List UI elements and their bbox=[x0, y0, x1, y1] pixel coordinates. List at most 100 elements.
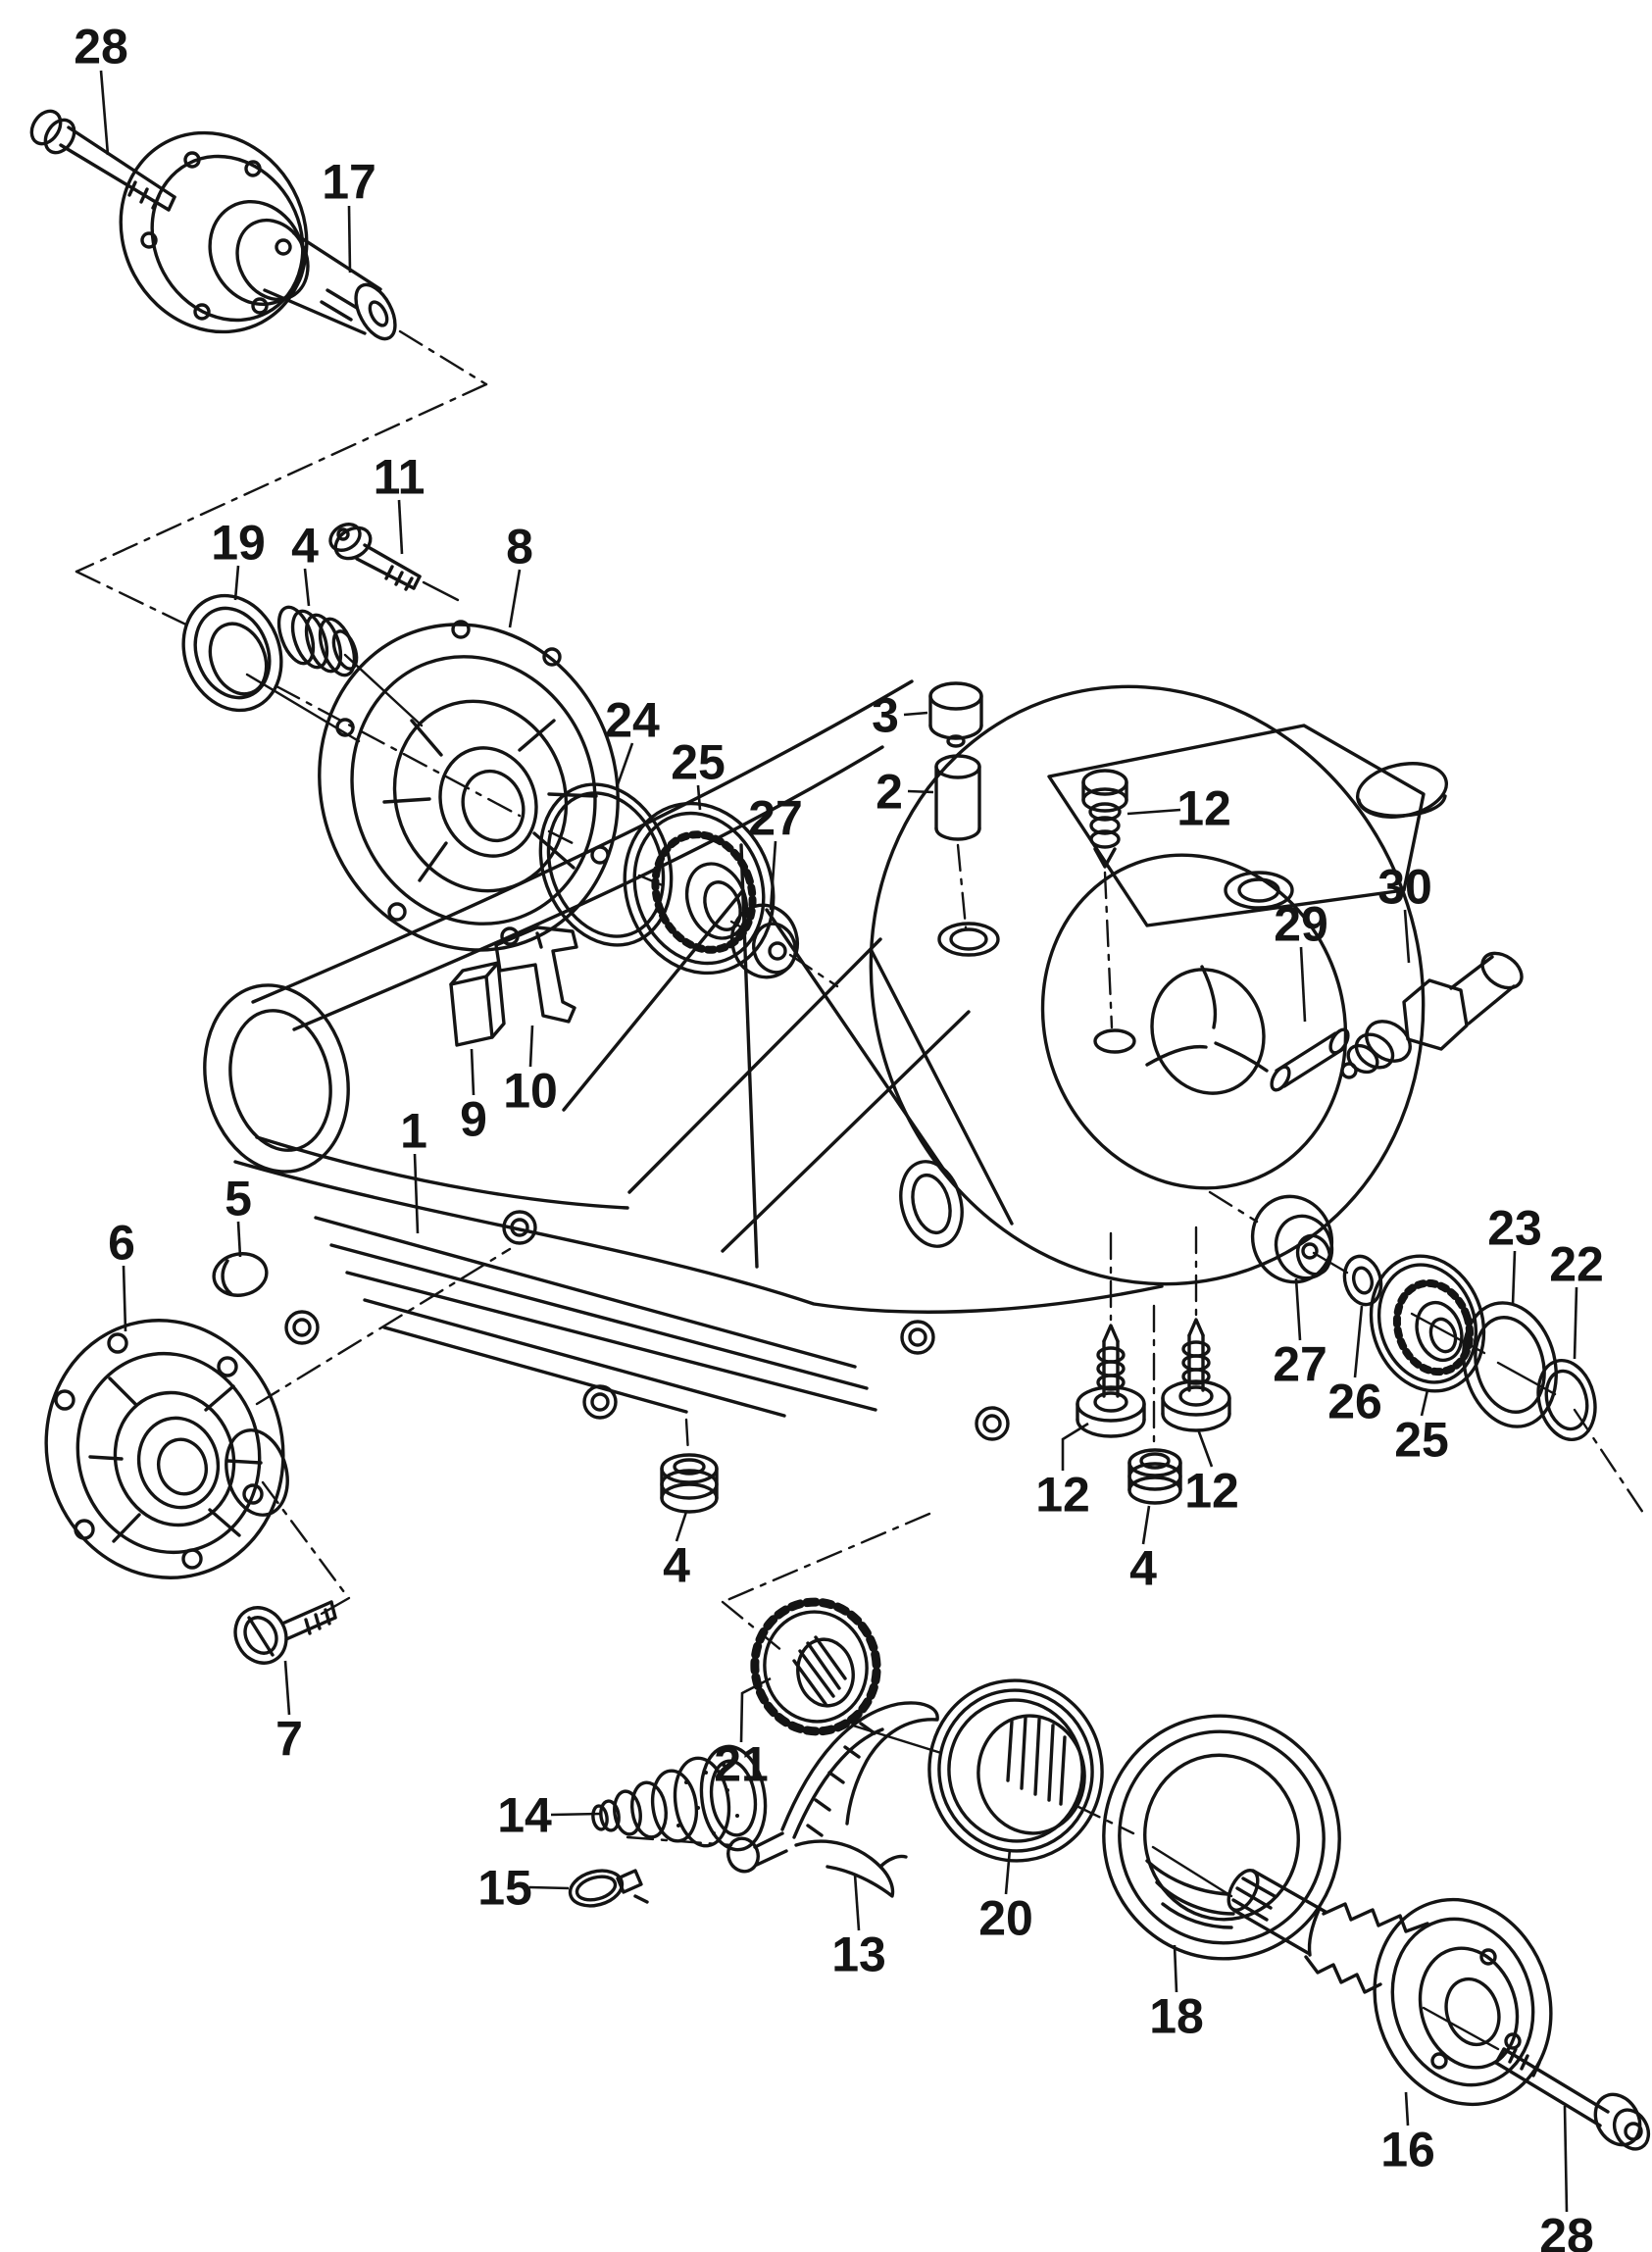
part-bushing-4-upper bbox=[273, 603, 362, 680]
callout-27-8: 27 bbox=[748, 791, 803, 911]
callout-leader-line bbox=[233, 565, 240, 601]
part-number-label: 2 bbox=[876, 765, 903, 820]
callout-29-12: 29 bbox=[1274, 897, 1328, 1023]
part-shim-23 bbox=[1451, 1293, 1569, 1436]
callout-leader-line bbox=[903, 711, 928, 717]
callout-13-27: 13 bbox=[831, 1874, 886, 1982]
callout-24-6: 24 bbox=[605, 693, 660, 791]
callout-leader-line bbox=[397, 499, 404, 555]
part-plug-12-top bbox=[1083, 771, 1126, 867]
part-number-label: 14 bbox=[497, 1788, 552, 1843]
part-pinion-16 bbox=[1223, 1866, 1577, 2127]
callout-16-30: 16 bbox=[1380, 2091, 1435, 2177]
part-number-label: 10 bbox=[503, 1064, 558, 1119]
part-number-label: 27 bbox=[748, 791, 803, 846]
part-bolt-12-right bbox=[1163, 1320, 1229, 1430]
part-number-label: 25 bbox=[671, 735, 726, 790]
line-art bbox=[18, 100, 1652, 2155]
part-cap-27-upper bbox=[725, 898, 806, 985]
callout-28-0: 28 bbox=[74, 20, 128, 156]
callout-leader-line bbox=[675, 1511, 688, 1542]
callout-leader-line bbox=[614, 742, 634, 791]
part-screw-7 bbox=[225, 1599, 335, 1673]
callout-leader-line bbox=[1563, 2105, 1569, 2213]
callout-10-15: 10 bbox=[503, 1025, 558, 1119]
part-number-label: 26 bbox=[1327, 1375, 1382, 1429]
callout-leader-line bbox=[347, 205, 352, 274]
part-cap-27-right bbox=[1241, 1186, 1342, 1292]
part-plug-5 bbox=[211, 1250, 270, 1300]
callout-leader-line bbox=[1403, 909, 1411, 964]
part-sleeve-20 bbox=[918, 1670, 1114, 1873]
part-housing-1 bbox=[188, 608, 1507, 1439]
callout-23-32: 23 bbox=[1487, 1201, 1542, 1306]
callout-leader-line bbox=[303, 568, 311, 607]
callout-leader-line bbox=[528, 1025, 534, 1068]
part-number-label: 9 bbox=[460, 1092, 487, 1147]
callout-3-9: 3 bbox=[872, 688, 928, 743]
part-number-label: 4 bbox=[663, 1538, 690, 1593]
callout-leader-line bbox=[907, 789, 934, 794]
part-number-label: 17 bbox=[322, 155, 376, 210]
part-number-label: 21 bbox=[714, 1737, 769, 1792]
callout-14-25: 14 bbox=[497, 1788, 601, 1843]
callout-17-1: 17 bbox=[322, 155, 376, 274]
part-number-label: 22 bbox=[1549, 1237, 1604, 1292]
part-boot-14 bbox=[591, 1742, 772, 1854]
callout-1-16: 1 bbox=[400, 1104, 427, 1234]
callout-12-21: 12 bbox=[1184, 1428, 1239, 1519]
callout-leader-line bbox=[550, 1812, 601, 1817]
part-number-label: 25 bbox=[1394, 1413, 1449, 1468]
callout-20-28: 20 bbox=[978, 1848, 1033, 1946]
callout-27-34: 27 bbox=[1273, 1277, 1327, 1392]
part-bushing-4-lower-right bbox=[1129, 1450, 1180, 1503]
callout-leader-line bbox=[283, 1660, 291, 1716]
part-gear-21 bbox=[744, 1592, 886, 1741]
callout-4-23: 4 bbox=[663, 1511, 690, 1593]
callout-25-7: 25 bbox=[671, 735, 726, 811]
callout-26-35: 26 bbox=[1327, 1305, 1382, 1429]
part-bolt-28-top bbox=[25, 106, 175, 210]
part-ring-18 bbox=[1081, 1694, 1362, 1980]
part-number-label: 28 bbox=[1539, 2209, 1594, 2252]
part-switch-30 bbox=[1342, 946, 1528, 1077]
callout-8-5: 8 bbox=[506, 520, 533, 628]
callout-leader-line bbox=[1173, 1944, 1178, 1993]
callout-leader-line bbox=[853, 1874, 861, 1931]
part-number-label: 11 bbox=[374, 450, 426, 505]
callout-18-29: 18 bbox=[1149, 1944, 1204, 2044]
part-bolt-12-left bbox=[1077, 1326, 1144, 1436]
part-block-9 bbox=[451, 963, 504, 1045]
callout-leader-line bbox=[739, 1676, 772, 1743]
callout-28-31: 28 bbox=[1539, 2105, 1594, 2252]
callout-leader-line bbox=[1511, 1250, 1517, 1306]
part-number-label: 18 bbox=[1149, 1989, 1204, 2044]
part-number-label: 20 bbox=[978, 1891, 1033, 1946]
part-number-label: 7 bbox=[275, 1712, 303, 1767]
part-number-label: 13 bbox=[831, 1927, 886, 1982]
callout-leader-line bbox=[1404, 2091, 1410, 2127]
callout-leader-line bbox=[122, 1265, 127, 1332]
callout-2-10: 2 bbox=[876, 765, 934, 820]
callout-6-18: 6 bbox=[108, 1216, 135, 1332]
part-bushing-4-lower-left bbox=[662, 1455, 717, 1512]
part-fork-13 bbox=[724, 1703, 937, 1896]
part-seal-19 bbox=[167, 580, 298, 725]
callout-4-22: 4 bbox=[1129, 1505, 1157, 1596]
part-number-label: 27 bbox=[1273, 1337, 1327, 1392]
callout-leader-line bbox=[696, 784, 702, 811]
callout-19-3: 19 bbox=[211, 516, 266, 601]
callout-leader-line bbox=[1196, 1428, 1214, 1468]
callout-leader-line bbox=[1353, 1305, 1364, 1378]
part-number-label: 6 bbox=[108, 1216, 135, 1271]
callout-leader-line bbox=[1299, 946, 1307, 1023]
part-bracket-10 bbox=[496, 927, 576, 1022]
part-number-label: 12 bbox=[1035, 1468, 1090, 1523]
part-bolt-28-bottom bbox=[1496, 2049, 1652, 2155]
callout-leader-line bbox=[413, 1153, 420, 1234]
callout-leader-line bbox=[1141, 1505, 1151, 1545]
part-number-label: 12 bbox=[1176, 781, 1231, 836]
callout-7-19: 7 bbox=[275, 1660, 303, 1767]
callout-5-17: 5 bbox=[225, 1172, 252, 1258]
callout-21-24: 21 bbox=[714, 1676, 772, 1792]
